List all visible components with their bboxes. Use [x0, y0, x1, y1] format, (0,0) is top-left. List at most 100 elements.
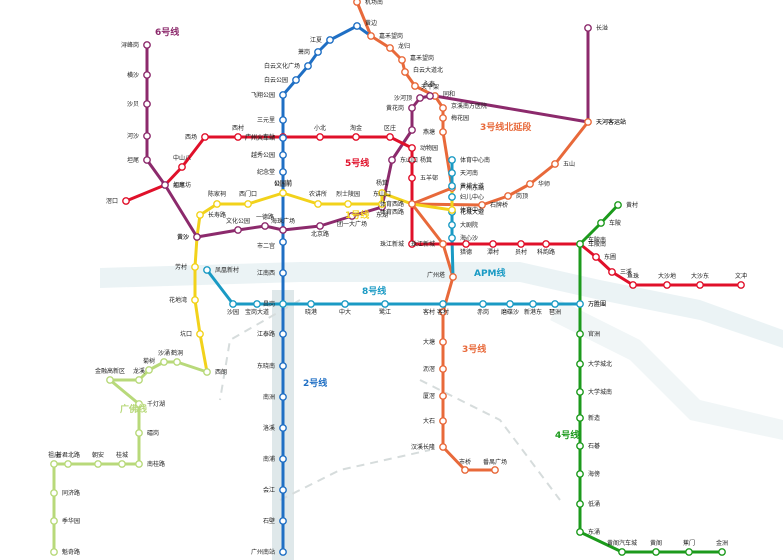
station-label[interactable]: 永泰 — [423, 80, 435, 88]
station-label[interactable]: 宝岗大道 — [245, 308, 269, 316]
station-dot[interactable] — [439, 392, 447, 400]
station-dot[interactable] — [408, 200, 416, 208]
station-dot[interactable] — [292, 76, 300, 84]
station-dot[interactable] — [279, 424, 287, 432]
station-dot[interactable] — [367, 32, 375, 40]
station-dot[interactable] — [386, 44, 394, 52]
station-label[interactable]: 西场 — [185, 133, 197, 141]
station-dot[interactable] — [576, 442, 584, 450]
station-dot[interactable] — [398, 56, 406, 64]
station-label[interactable]: 越秀公园 — [251, 151, 275, 159]
station-dot[interactable] — [253, 300, 261, 308]
station-label[interactable]: 海心沙 — [460, 234, 478, 242]
station-dot[interactable] — [353, 0, 361, 6]
station-dot[interactable] — [143, 132, 151, 140]
station-label[interactable]: 体育中心南 — [460, 156, 490, 164]
station-label[interactable]: 科韵路 — [537, 248, 555, 256]
station-label[interactable]: 季华园 — [62, 517, 80, 525]
station-dot[interactable] — [244, 200, 252, 208]
station-dot[interactable] — [426, 92, 434, 100]
station-label[interactable]: 礌岗 — [147, 430, 159, 437]
station-dot[interactable] — [173, 358, 181, 366]
station-label[interactable]: 西村 — [232, 124, 244, 132]
station-label[interactable]: 东晓南 — [257, 362, 275, 370]
station-dot[interactable] — [517, 240, 525, 248]
station-dot[interactable] — [439, 114, 447, 122]
station-dot[interactable] — [576, 470, 584, 478]
station-dot[interactable] — [489, 240, 497, 248]
station-label[interactable]: 陈家祠 — [208, 190, 226, 198]
station-dot[interactable] — [50, 548, 58, 556]
station-dot[interactable] — [279, 330, 287, 338]
station-label[interactable]: 磨碟沙 — [501, 308, 519, 316]
station-label[interactable]: 西朗 — [215, 368, 227, 376]
station-dot[interactable] — [439, 365, 447, 373]
station-dot[interactable] — [229, 300, 237, 308]
station-dot[interactable] — [439, 128, 447, 136]
station-label[interactable]: 千灯湖 — [147, 400, 165, 408]
station-dot[interactable] — [448, 169, 456, 177]
station-dot[interactable] — [143, 41, 151, 49]
station-dot[interactable] — [629, 281, 637, 289]
station-dot[interactable] — [479, 300, 487, 308]
station-dot[interactable] — [448, 234, 456, 242]
station-dot[interactable] — [439, 338, 447, 346]
station-dot[interactable] — [279, 168, 287, 176]
station-label[interactable]: 淘金 — [350, 124, 362, 132]
station-dot[interactable] — [491, 466, 499, 474]
station-label[interactable]: 江泰路 — [257, 330, 275, 338]
station-dot[interactable] — [439, 104, 447, 112]
station-label[interactable]: 烈士陵园 — [336, 190, 360, 198]
station-label[interactable]: 鱼珠 — [627, 272, 639, 280]
station-dot[interactable] — [279, 486, 287, 494]
station-dot[interactable] — [135, 400, 143, 408]
station-dot[interactable] — [408, 156, 416, 164]
station-label[interactable]: 如意坊 — [173, 181, 191, 189]
station-dot[interactable] — [178, 163, 186, 171]
station-dot[interactable] — [279, 116, 287, 124]
station-label[interactable]: 大剧院 — [460, 221, 478, 229]
station-dot[interactable] — [576, 330, 584, 338]
station-dot[interactable] — [118, 460, 126, 468]
station-label[interactable]: 广州塔 — [427, 271, 445, 279]
station-label[interactable]: 低涌 — [588, 500, 600, 508]
station-label[interactable]: 小北 — [314, 124, 326, 132]
station-dot[interactable] — [378, 189, 386, 197]
station-label[interactable]: 赤岗 — [477, 309, 489, 316]
station-dot[interactable] — [279, 134, 287, 142]
station-dot[interactable] — [352, 133, 360, 141]
station-label[interactable]: 杨箕 — [376, 179, 388, 187]
station-label[interactable]: 黄阁汽车城 — [607, 539, 637, 547]
station-label[interactable]: 珠江新城 — [411, 240, 435, 248]
station-label[interactable]: 五山 — [563, 160, 575, 168]
station-dot[interactable] — [161, 181, 169, 189]
station-label[interactable]: 黄阁 — [650, 539, 662, 547]
station-label[interactable]: 新造 — [588, 414, 600, 422]
station-label[interactable]: 东湖 — [376, 211, 388, 219]
station-dot[interactable] — [592, 253, 600, 261]
station-label[interactable]: 东涌 — [588, 528, 600, 536]
station-label[interactable]: 动物园 — [420, 144, 438, 152]
station-dot[interactable] — [193, 233, 201, 241]
station-label[interactable]: 坦尾 — [127, 156, 139, 164]
station-dot[interactable] — [64, 460, 72, 468]
station-dot[interactable] — [341, 300, 349, 308]
station-dot[interactable] — [439, 308, 447, 316]
station-dot[interactable] — [401, 68, 409, 76]
station-dot[interactable] — [696, 281, 704, 289]
station-dot[interactable] — [279, 238, 287, 246]
station-label[interactable]: 魁奇路 — [62, 548, 80, 556]
station-dot[interactable] — [448, 156, 456, 164]
station-label[interactable]: 晓港 — [305, 308, 317, 316]
station-dot[interactable] — [439, 443, 447, 451]
station-dot[interactable] — [316, 133, 324, 141]
station-dot[interactable] — [261, 222, 269, 230]
station-dot[interactable] — [160, 358, 168, 366]
station-dot[interactable] — [529, 300, 537, 308]
station-label[interactable]: 车陂 — [609, 219, 621, 227]
station-label[interactable]: 车陂南 — [588, 240, 606, 248]
station-dot[interactable] — [213, 200, 221, 208]
station-label[interactable]: 昌岗 — [263, 301, 275, 308]
station-label[interactable]: 琶洲 — [549, 309, 561, 316]
station-label[interactable]: 江夏 — [310, 37, 322, 44]
